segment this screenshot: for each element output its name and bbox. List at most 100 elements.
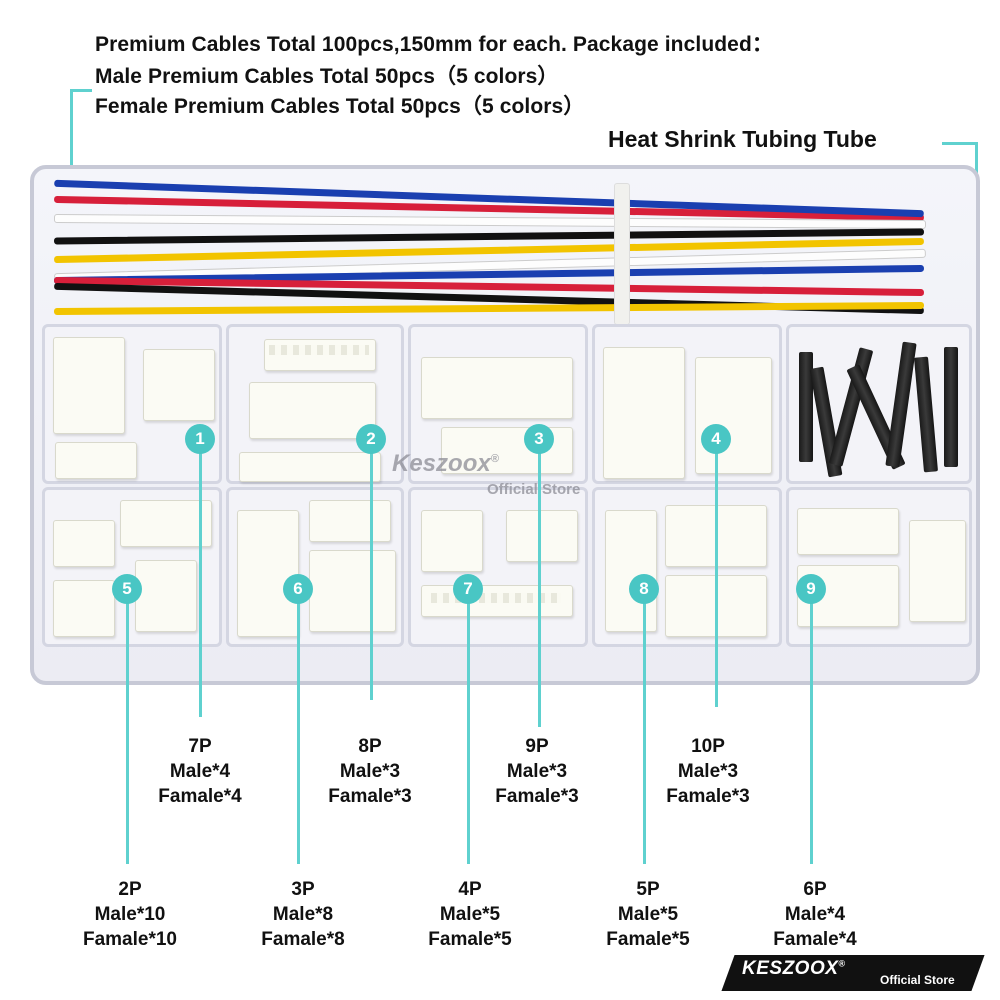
compartment-heat-shrink (786, 324, 972, 484)
connector-housing (53, 580, 115, 637)
leader-6 (297, 602, 300, 864)
brand-logo-sub: Official Store (880, 973, 955, 987)
compartment-3 (408, 324, 588, 484)
label-pins: 8P (358, 736, 382, 757)
label-male: Male*5 (439, 904, 501, 925)
label-2p: 2P Male*10 Famale*10 (60, 877, 200, 952)
label-male: Male*10 (94, 904, 166, 925)
marker-2: 2 (356, 424, 386, 454)
connector-housing (135, 560, 197, 632)
label-9p: 9P Male*3 Famale*3 (477, 734, 597, 809)
label-pins: 6P (803, 879, 827, 900)
label-male: Male*4 (169, 761, 231, 782)
compartment-6 (226, 487, 404, 647)
heat-shrink-leader-h (942, 142, 978, 145)
label-4p: 4P Male*5 Famale*5 (405, 877, 535, 952)
heat-shrink-label: Heat Shrink Tubing Tube (608, 126, 877, 152)
marker-5: 5 (112, 574, 142, 604)
connector-slots (269, 345, 369, 355)
leader-2 (370, 452, 373, 700)
header-line-3: Female Premium Cables Total 50pcs（5 colo… (95, 95, 585, 118)
connector-housing (53, 520, 115, 567)
leader-8 (643, 602, 646, 864)
connector-housing (120, 500, 212, 547)
label-female: Famale*5 (606, 929, 690, 950)
label-male: Male*3 (339, 761, 401, 782)
connector-housing (55, 442, 137, 479)
header-line-1: Premium Cables Total 100pcs,150mm for ea… (95, 33, 773, 56)
label-female: Famale*4 (773, 929, 857, 950)
label-7p: 7P Male*4 Famale*4 (140, 734, 260, 809)
label-5p: 5P Male*5 Famale*5 (583, 877, 713, 952)
leader-4 (715, 452, 718, 707)
watermark-brand-text: Keszoox (392, 450, 491, 477)
connector-housing (309, 550, 396, 632)
cable-tie (614, 183, 630, 325)
heat-shrink-tube (944, 347, 958, 467)
connector-housing (264, 339, 376, 371)
cable-bundle (53, 179, 954, 325)
label-10p: 10P Male*3 Famale*3 (648, 734, 768, 809)
marker-4: 4 (701, 424, 731, 454)
label-female: Famale*4 (158, 786, 242, 807)
label-male: Male*3 (506, 761, 568, 782)
label-pins: 7P (188, 736, 212, 757)
marker-1: 1 (185, 424, 215, 454)
label-pins: 9P (525, 736, 549, 757)
label-8p: 8P Male*3 Famale*3 (310, 734, 430, 809)
label-pins: 10P (691, 736, 725, 757)
connector-housing (237, 510, 299, 637)
label-female: Famale*3 (495, 786, 579, 807)
label-male: Male*8 (272, 904, 334, 925)
connector-housing (695, 357, 772, 474)
label-female: Famale*3 (666, 786, 750, 807)
label-male: Male*5 (617, 904, 679, 925)
compartment-2 (226, 324, 404, 484)
heat-shrink-tube (885, 341, 917, 468)
storage-box (30, 165, 980, 685)
connector-housing (421, 357, 573, 419)
label-female: Famale*10 (82, 929, 177, 950)
label-pins: 2P (118, 879, 142, 900)
connector-housing (603, 347, 685, 479)
leader-1 (199, 452, 202, 717)
connector-housing (797, 508, 899, 555)
label-female: Famale*5 (428, 929, 512, 950)
label-pins: 3P (291, 879, 315, 900)
label-3p: 3P Male*8 Famale*8 (238, 877, 368, 952)
label-male: Male*4 (784, 904, 846, 925)
label-6p: 6P Male*4 Famale*4 (750, 877, 880, 952)
brand-logo-registered: ® (838, 958, 846, 969)
connector-housing (53, 337, 125, 434)
compartment-9 (786, 487, 972, 647)
label-female: Famale*3 (328, 786, 412, 807)
label-pins: 4P (458, 879, 482, 900)
heat-shrink-tube (914, 356, 938, 473)
brand-logo-text: KESZOOX (742, 958, 839, 979)
compartment-5 (42, 487, 222, 647)
header-line-2: Male Premium Cables Total 50pcs（5 colors… (95, 65, 559, 88)
connector-slots (431, 593, 561, 603)
compartment-7 (408, 487, 588, 647)
heat-shrink-tube (799, 352, 813, 462)
connector-housing (421, 510, 483, 572)
connector-housing (605, 510, 657, 632)
label-pins: 5P (636, 879, 660, 900)
connector-housing (309, 500, 391, 542)
cables-leader-line-h (70, 89, 92, 92)
watermark-brand: Keszoox® (392, 450, 499, 478)
leader-5 (126, 602, 129, 864)
connector-housing (249, 382, 376, 439)
marker-8: 8 (629, 574, 659, 604)
watermark-sub: Official Store (487, 481, 581, 498)
compartment-1 (42, 324, 222, 484)
marker-7: 7 (453, 574, 483, 604)
marker-6: 6 (283, 574, 313, 604)
connector-housing (143, 349, 215, 421)
connector-housing (506, 510, 578, 562)
leader-7 (467, 602, 470, 864)
connector-housing (909, 520, 966, 622)
marker-3: 3 (524, 424, 554, 454)
connector-housing (239, 452, 381, 482)
leader-3 (538, 452, 541, 727)
